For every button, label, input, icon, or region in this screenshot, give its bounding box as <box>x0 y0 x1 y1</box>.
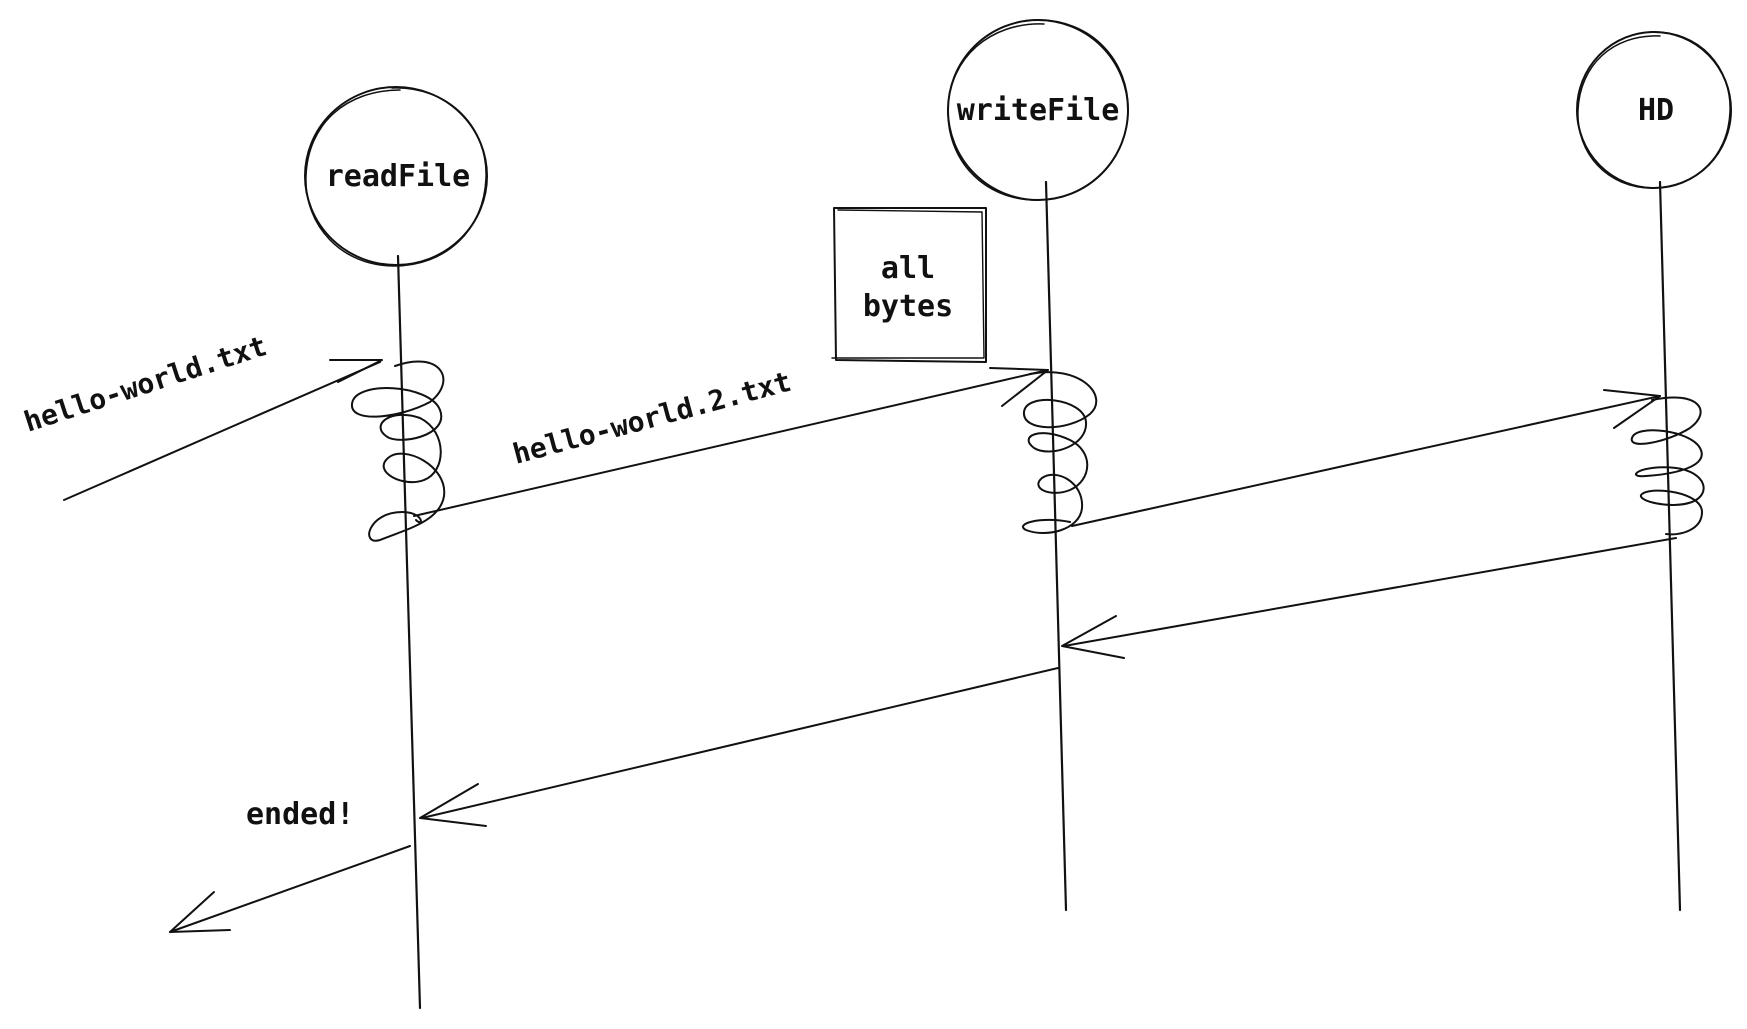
message-ended: ended! <box>169 797 411 933</box>
readfile-circle-sketch <box>305 87 487 267</box>
writefile-label: writeFile <box>957 93 1120 128</box>
message-input-file-arrowhead <box>329 359 383 383</box>
note-line-2: bytes <box>863 289 953 324</box>
message-write-bytes <box>1071 389 1661 527</box>
message-write-done-line <box>1063 537 1677 647</box>
message-input-file-label: hello-world.txt <box>20 329 271 439</box>
hd-label: HD <box>1638 93 1674 128</box>
readfile-lifeline <box>396 254 422 1010</box>
message-ended-arrowhead <box>169 891 231 933</box>
message-ended-return-arrowhead <box>419 783 487 827</box>
writefile-activation-scribble <box>1022 371 1098 534</box>
note-box-sketch <box>831 209 985 359</box>
message-input-file-line <box>63 361 381 501</box>
message-ended-return-line <box>421 667 1059 819</box>
message-write-done-arrowhead <box>1061 615 1125 659</box>
message-write-done <box>1061 537 1677 659</box>
hd-circle-sketch <box>1577 31 1731 189</box>
participant-readfile: readFile <box>304 86 488 1010</box>
message-output-file-line <box>413 369 1049 517</box>
message-write-bytes-arrowhead <box>1603 389 1661 429</box>
participant-hd: HD <box>1576 31 1732 912</box>
readfile-circle <box>304 86 488 266</box>
note-all-bytes: all bytes <box>831 207 987 363</box>
writefile-lifeline <box>1044 180 1068 912</box>
message-output-file-label: hello-world.2.txt <box>509 365 794 471</box>
message-output-file: hello-world.2.txt <box>413 365 1049 517</box>
writefile-circle-sketch <box>947 19 1129 201</box>
message-ended-return <box>419 667 1059 827</box>
message-ended-label: ended! <box>246 797 354 832</box>
readfile-label: readFile <box>326 159 471 194</box>
message-ended-line <box>169 845 411 933</box>
hd-activation-scribble <box>1630 396 1705 536</box>
message-output-file-arrowhead <box>989 367 1049 407</box>
message-input-file: hello-world.txt <box>20 329 383 501</box>
note-box <box>833 207 987 363</box>
readfile-activation-scribble <box>350 360 446 542</box>
participant-writefile: writeFile <box>947 19 1129 912</box>
hd-lifeline <box>1658 180 1682 912</box>
message-write-bytes-line <box>1071 395 1661 527</box>
note-line-1: all <box>881 251 935 286</box>
